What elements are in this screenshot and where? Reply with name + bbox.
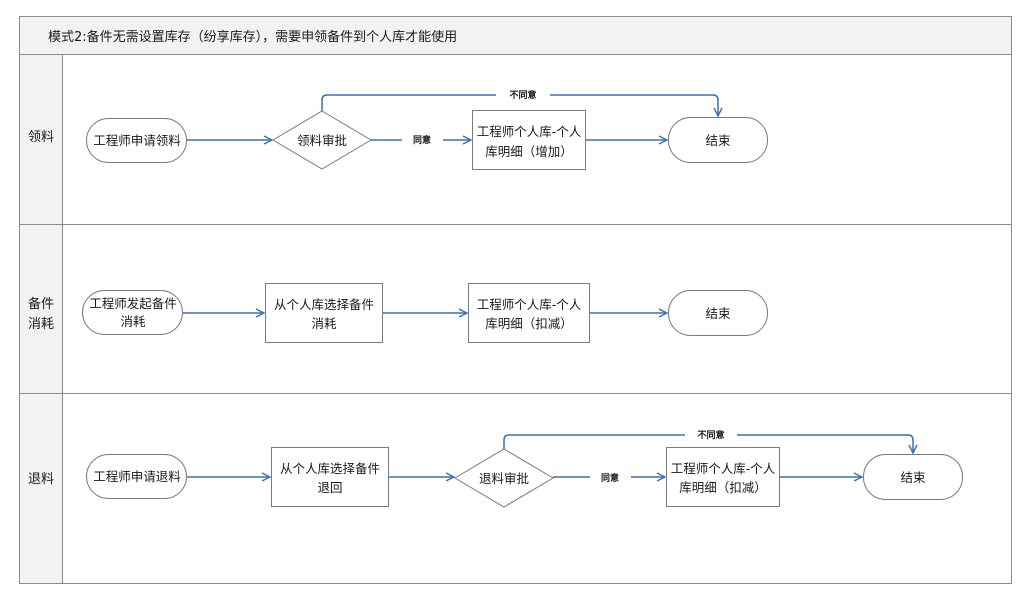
l1-approve-label: 领料审批 <box>297 133 347 148</box>
diagram-title: 模式2:备件无需设置库存（纷享库存），需要申领备件到个人库才能使用 <box>48 29 457 45</box>
l1-approve-diamond <box>272 110 372 170</box>
lane-header-column <box>19 54 63 584</box>
l3-detail-label-line1: 工程师个人库-个人 <box>671 461 776 476</box>
l1-detail-box <box>472 110 586 170</box>
l1-detail-label-line1: 工程师个人库-个人 <box>477 124 582 139</box>
l3-detail-box <box>666 447 780 507</box>
lane-label-consume-line2: 消耗 <box>28 317 54 332</box>
l2-select-label-line2: 消耗 <box>311 316 337 331</box>
l3-approve-label: 退料审批 <box>479 471 529 486</box>
l1-end-node <box>668 117 768 163</box>
l1-agree-label: 同意 <box>413 134 431 146</box>
lane-label-return: 退料 <box>28 472 54 487</box>
l3-select-box <box>271 447 389 507</box>
l3-end-label: 结束 <box>900 470 926 485</box>
title-bar-bg <box>19 16 1012 55</box>
l3-start-label: 工程师申请退料 <box>93 469 181 484</box>
l2-detail-label-line2: 库明细（扣减） <box>485 316 573 331</box>
l2-detail-label-line1: 工程师个人库-个人 <box>477 297 582 312</box>
l3-end-node <box>863 454 963 500</box>
l2-start-label-line2: 消耗 <box>120 314 146 329</box>
lane-label-consume-line1: 备件 <box>28 296 54 312</box>
l1-end-label: 结束 <box>705 133 731 148</box>
l2-detail-box <box>468 283 590 343</box>
l1-arrow-disagree-b <box>550 94 718 116</box>
l3-disagree-label: 不同意 <box>697 429 724 441</box>
l2-start-node <box>82 290 183 335</box>
lane-label-collect: 领料 <box>28 130 54 145</box>
l2-end-node <box>668 290 768 336</box>
l3-select-label-line2: 退回 <box>317 480 342 495</box>
l2-select-label-line1: 从个人库选择备件 <box>274 297 374 312</box>
l1-detail-label-line2: 库明细（增加） <box>485 144 573 159</box>
l2-start-label-line1: 工程师发起备件 <box>89 296 177 311</box>
l2-select-box <box>265 283 383 343</box>
l3-arrow-disagree-b <box>737 434 913 453</box>
l3-select-label-line1: 从个人库选择备件 <box>280 461 380 476</box>
l3-detail-label-line2: 库明细（扣减） <box>679 480 767 495</box>
l3-agree-label: 同意 <box>601 472 619 484</box>
l1-start-label: 工程师申请领料 <box>93 133 181 148</box>
l1-disagree-label: 不同意 <box>509 89 536 101</box>
l2-end-label: 结束 <box>705 306 731 321</box>
l1-arrow-disagree-a <box>321 94 496 111</box>
l3-arrow-disagree-a <box>503 434 685 449</box>
l3-approve-diamond <box>454 448 554 508</box>
l1-start-node <box>86 118 187 163</box>
l3-start-node <box>86 454 187 499</box>
